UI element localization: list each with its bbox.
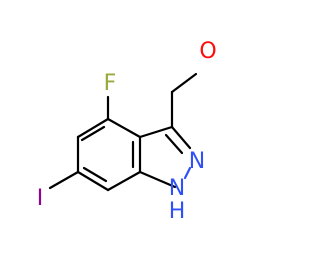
bond-c7-c7a [106, 170, 142, 192]
oxygen-label: O [199, 39, 216, 64]
bond-cho-o [170, 72, 198, 94]
fluorine-label: F [104, 71, 117, 96]
bond-c4-c5 [76, 117, 110, 139]
bond-c3a-c4 [106, 117, 142, 139]
bond-c3-n2 [170, 125, 192, 150]
molecule-diagram: O F I N N H [37, 39, 217, 224]
nitrogen-1-label: N [169, 176, 185, 201]
bond-c6-c7 [76, 170, 110, 192]
bond-n2-n1 [183, 166, 192, 180]
nitrogen-2-label: N [189, 149, 205, 174]
nh-hydrogen-label: H [169, 199, 186, 224]
structure-svg: O F I N N H [37, 39, 217, 224]
bond-n1-c7a [138, 170, 177, 189]
bond-c3a-c3 [138, 125, 174, 139]
bond-c3-n2-inner [164, 133, 184, 155]
bonds [48, 72, 198, 192]
bond-c6-c7-inner [82, 166, 108, 183]
bond-c4-c5-inner [80, 125, 106, 142]
bond-c6-i [48, 170, 80, 190]
iodine-label: I [37, 186, 44, 211]
